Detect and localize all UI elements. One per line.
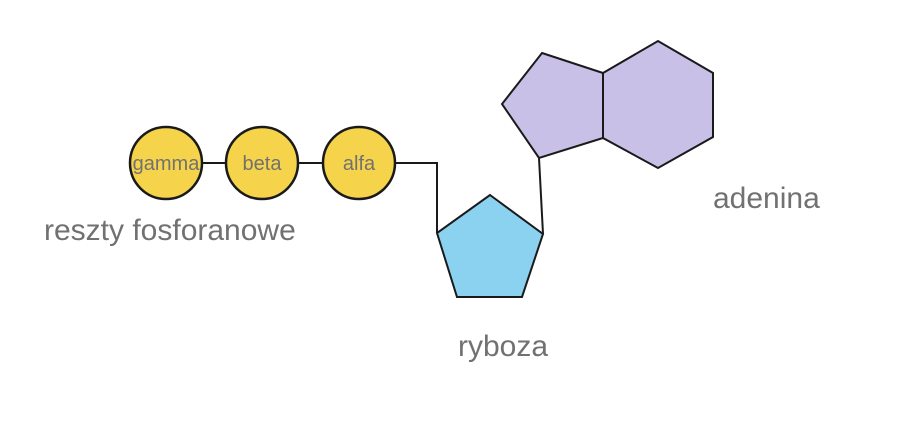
phosphate-group-label: reszty fosforanowe <box>44 214 296 247</box>
ribose-label: ryboza <box>458 330 548 363</box>
phosphate-circle-beta <box>224 125 300 201</box>
ribose-pentagon <box>435 193 545 298</box>
phosphate-label-beta: beta <box>243 153 283 175</box>
phosphate-circle-gamma <box>128 125 204 201</box>
adenine-pentagon <box>500 51 604 160</box>
adenine-label: adenina <box>713 182 820 215</box>
phosphate-label-gamma: gamma <box>133 153 201 175</box>
phosphate-label-alfa: alfa <box>343 153 376 175</box>
adenine-hexagon <box>602 39 714 170</box>
labels: gamma beta alfa reszty fosforanowe ryboz… <box>44 153 820 363</box>
adenine-ribose-bond <box>538 157 544 235</box>
shapes <box>128 39 714 298</box>
phosphate-circle-alfa <box>321 125 397 201</box>
